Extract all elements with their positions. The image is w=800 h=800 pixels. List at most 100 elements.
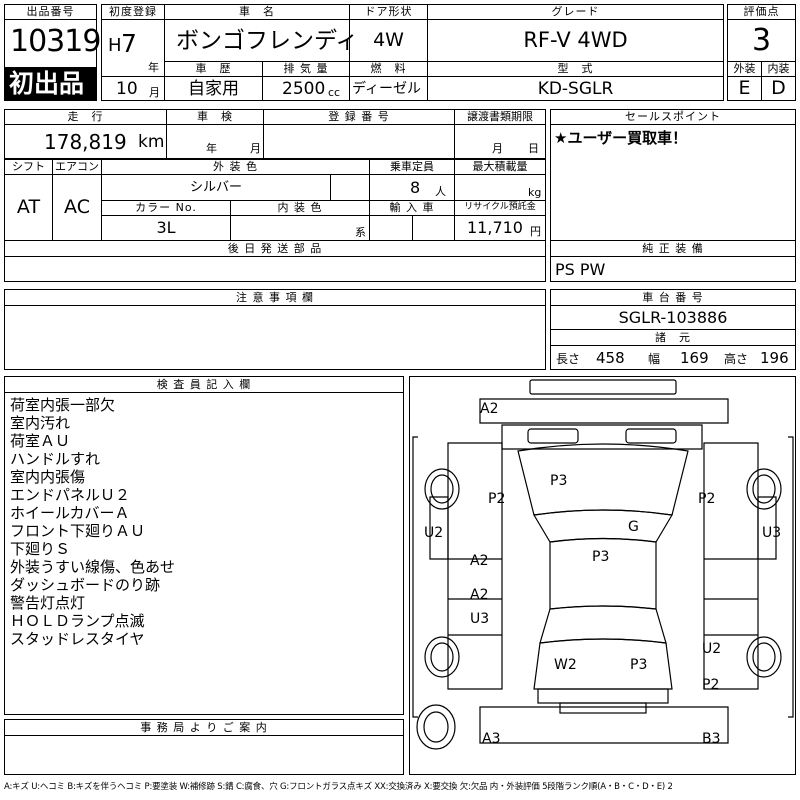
damage-code-front-right-fender: P2 xyxy=(698,491,715,507)
fuel-label: 燃 料 xyxy=(370,62,407,75)
color-no-label: カラー No. xyxy=(135,201,197,214)
damage-legend: A:キズ U:ヘコミ B:キズを伴うヘコミ P:要塗装 W:補修跡 S:錆 C:… xyxy=(4,782,673,792)
first-listing-badge: 初出品 xyxy=(9,69,85,98)
length-label: 長さ xyxy=(556,352,581,366)
inspector-note: 荷室内張一部欠 xyxy=(10,396,116,414)
inspector-note: ホイールカバーＡ xyxy=(10,504,130,522)
inspector-note: ダッシュボードのり跡 xyxy=(10,576,161,594)
lot-number-label: 出品番号 xyxy=(26,5,75,18)
history-value: 自家用 xyxy=(188,79,239,99)
inspection-year-unit: 年 xyxy=(206,142,217,155)
int-color-unit: 系 xyxy=(355,226,366,239)
car-diagram: A2 P2 P2 P3 G U2 U3 A2 P3 A2 U3 U2 P2 W2… xyxy=(412,379,794,750)
exterior-value: E xyxy=(738,77,751,99)
capacity-unit: 人 xyxy=(435,185,446,198)
inspector-note: 室内汚れ xyxy=(10,414,71,432)
mileage-value: 178,819 xyxy=(44,130,127,154)
load-label: 最大積載量 xyxy=(472,160,528,173)
capacity-label: 乗車定員 xyxy=(390,160,434,173)
inspection-label: 車 検 xyxy=(197,110,233,123)
mileage-label: 走 行 xyxy=(67,110,104,123)
later-parts-cell xyxy=(4,256,546,282)
grade-value: RF-V 4WD xyxy=(523,28,628,52)
width-label: 幅 xyxy=(648,352,661,366)
door-label: ドア形状 xyxy=(364,5,413,18)
notes-label: 注 意 事 項 欄 xyxy=(236,291,314,304)
inspector-note: 室内内張傷 xyxy=(10,468,86,486)
inspector-note: 荷室ＡＵ xyxy=(10,432,71,450)
import-cell-b xyxy=(412,215,455,241)
era-prefix: H xyxy=(108,35,122,56)
int-color-cell xyxy=(230,215,370,241)
lot-number: 10319 xyxy=(10,24,101,59)
damage-code-left-rear-door-b: U3 xyxy=(470,611,489,627)
inspector-note: フロント下廻りＡＵ xyxy=(10,522,146,540)
damage-code-roof: P3 xyxy=(592,549,609,565)
damage-code-windshield: G xyxy=(628,519,639,535)
inspector-notes-list: 荷室内張一部欠 室内汚れ 荷室ＡＵ ハンドルすれ 室内内張傷 エンドパネルＵ２ … xyxy=(10,396,175,648)
color-label: 外 装 色 xyxy=(213,160,258,173)
mileage-unit: km xyxy=(138,132,165,152)
grade-label: グレード xyxy=(551,5,600,18)
car-name: ボンゴフレンディ xyxy=(176,28,359,54)
inspector-note: エンドパネルＵ２ xyxy=(10,486,131,504)
inspector-note: 外装うすい線傷、色あせ xyxy=(10,558,176,576)
fuel-value: ディーゼル xyxy=(352,81,422,97)
dims-label: 諸 元 xyxy=(655,331,691,344)
import-cell-a xyxy=(369,215,413,241)
car-outline xyxy=(412,379,794,744)
shift-label: シフト xyxy=(12,160,45,173)
notes-cell xyxy=(4,305,546,370)
displacement-label: 排 気 量 xyxy=(283,62,329,75)
damage-code-left-front-door: A2 xyxy=(470,553,488,569)
equipment-cell xyxy=(550,256,796,282)
rating-value: 3 xyxy=(751,23,772,58)
transfer-cell xyxy=(454,124,546,159)
length-value: 458 xyxy=(596,349,625,367)
damage-code-right-rear-lower: P2 xyxy=(702,677,719,693)
reg-no-label: 登 録 番 号 xyxy=(328,110,390,123)
model-cell xyxy=(427,76,724,101)
damage-code-front-left-fender: P2 xyxy=(488,491,505,507)
shift-value: AT xyxy=(16,196,41,218)
height-label: 高さ xyxy=(724,352,749,366)
reg-month-unit: 月 xyxy=(149,86,160,99)
displacement-value: 2500 xyxy=(282,79,326,99)
transfer-label: 譲渡書類期限 xyxy=(467,110,533,123)
inspector-note: 下廻りＳ xyxy=(10,540,71,558)
ac-value: AC xyxy=(64,196,90,218)
first-reg-label: 初度登録 xyxy=(109,5,157,18)
dims-cell xyxy=(550,345,796,370)
interior-cell xyxy=(761,76,796,101)
damage-code-rear-window: W2 xyxy=(554,657,577,673)
office-label: 事 務 局 よ り ご 案 内 xyxy=(140,721,268,734)
car-name-label: 車 名 xyxy=(239,5,275,18)
model-label: 型 式 xyxy=(557,62,594,75)
recycle-label: リサイクル預託金 xyxy=(464,202,536,212)
inspection-month-unit: 月 xyxy=(250,142,261,155)
color-value: シルバー xyxy=(190,180,243,195)
later-parts-label: 後 日 発 送 部 品 xyxy=(227,242,323,255)
damage-code-left-rear-door-a: A2 xyxy=(470,587,488,603)
door-value: 4W xyxy=(373,29,404,51)
reg-no-cell xyxy=(263,124,455,159)
int-color-label: 内 装 色 xyxy=(277,201,323,214)
chassis-label: 車 台 番 号 xyxy=(642,291,704,304)
sales-point-label: セールスポイント xyxy=(625,110,721,123)
damage-code-rear-left: A3 xyxy=(482,731,500,747)
width-value: 169 xyxy=(680,349,709,367)
exterior-label: 外装 xyxy=(733,62,756,75)
office-cell xyxy=(4,735,404,775)
equipment-value: PS PW xyxy=(555,260,606,279)
inspector-label: 検 査 員 記 入 欄 xyxy=(156,378,252,391)
inspector-note: ハンドルすれ xyxy=(10,450,101,468)
import-label: 輸 入 車 xyxy=(389,201,435,214)
damage-code-labels: A2 P2 P2 P3 G U2 U3 A2 P3 A2 U3 U2 P2 W2… xyxy=(424,401,781,747)
load-unit: kg xyxy=(528,186,542,199)
damage-code-right-rear: U2 xyxy=(702,641,721,657)
model-value: KD-SGLR xyxy=(537,79,614,99)
recycle-value: 11,710 xyxy=(467,218,523,237)
height-value: 196 xyxy=(760,349,789,367)
transfer-month-unit: 月 xyxy=(492,142,503,155)
first-listing-badge-cell xyxy=(4,67,97,101)
